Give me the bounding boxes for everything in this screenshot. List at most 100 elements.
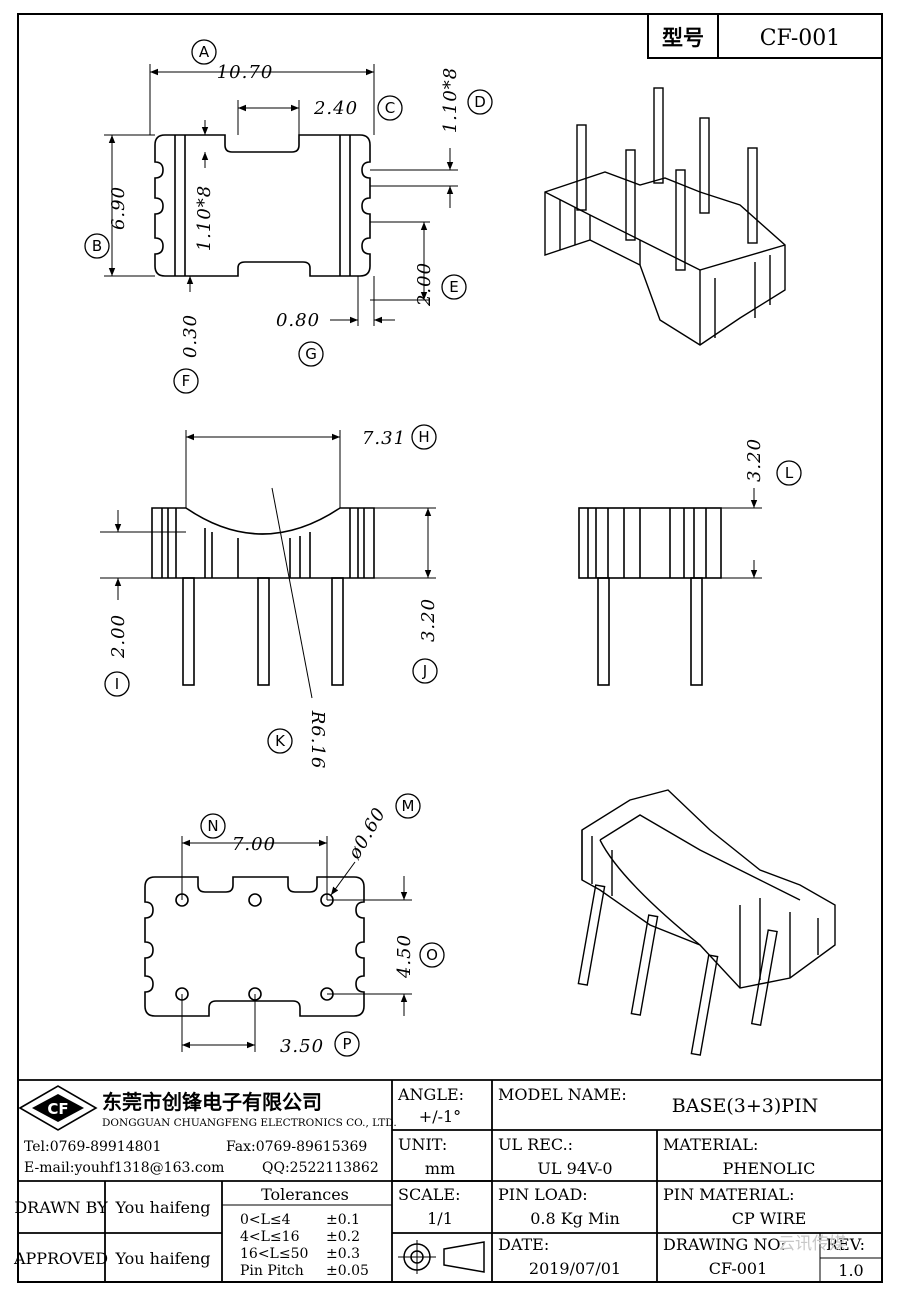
dim-top-height: 6.90 [108,186,129,230]
callout-F [173,368,199,394]
top-view-dimensions [104,64,458,326]
angle-label: ANGLE: [397,1085,464,1104]
side-view-dimensions [721,488,762,579]
side-view [578,507,722,686]
date-label: DATE: [498,1235,549,1254]
rev-value: 1.0 [838,1261,863,1280]
dim-side-height: 3.20 [744,438,765,482]
callout-label-M: M [402,797,415,815]
dim-pin-pitch-x: 7.00 [232,834,276,855]
callout-N [200,813,226,839]
callout-label-O: O [426,946,438,964]
logo-text: CF [47,1100,68,1118]
rev-label: REV: [826,1235,865,1254]
approved-label: APPROVED [13,1249,108,1268]
callout-label-N: N [207,817,218,835]
dim-pitch-side: 2.00 [414,262,435,307]
dim-pin-pitch-bottom: 3.50 [280,1036,324,1057]
tol-value: ±0.05 [326,1263,369,1279]
tolerances-label: Tolerances [261,1185,349,1204]
tol-range: 4<L≤16 [240,1229,300,1245]
pin-load-label: PIN LOAD: [498,1185,588,1204]
callout-label-J: J [422,662,427,680]
callout-label-D: D [474,93,486,111]
tol-value: ±0.1 [326,1212,360,1228]
watermark: 云讯传媒 [778,1234,846,1254]
callout-K [267,728,293,754]
pin-load-value: 0.8 Kg Min [530,1209,620,1228]
drawing-no-value: CF-001 [709,1259,768,1278]
title-block [18,1079,882,1282]
drawing-no-label: DRAWING NO: [663,1235,786,1254]
tol-range: 16<L≤50 [240,1246,308,1262]
callout-label-K: K [275,732,286,750]
dim-radius: R6.16 [307,710,328,770]
callout-P [334,1031,360,1057]
callout-label-G: G [305,345,317,363]
company-email: E-mail:youhf1318@163.com [24,1160,224,1176]
scale-value: 1/1 [427,1209,453,1228]
dim-pin-pitch-y: 4.50 [394,934,415,979]
drawn-label: DRAWN BY [14,1198,108,1217]
company-logo: CF [18,1085,98,1131]
dim-front-pin: 2.00 [108,614,129,659]
callout-D [467,89,493,115]
company-tel: Tel:0769-89914801 [24,1139,161,1155]
bottom-view-dimensions [181,836,412,1052]
company-qq: QQ:2522113862 [262,1160,379,1176]
callout-C [377,95,403,121]
dim-notch-left: 1.10*8 [194,185,215,252]
callout-label-P: P [342,1035,351,1053]
tol-value: ±0.2 [326,1229,360,1245]
model-label: 型号 [662,26,704,50]
dim-inset: 0.80 [276,310,320,331]
dim-top-width: 10.70 [217,62,274,83]
ul-value: UL 94V-0 [537,1159,612,1178]
top-view [154,134,371,277]
dim-slot-width: 2.40 [313,98,358,119]
callout-H [411,424,437,450]
model-header: 型号 CF-001 [647,13,883,59]
model-value: CF-001 [760,26,841,51]
dim-offset: 0.30 [180,314,201,358]
projection-symbol-icon [398,1240,485,1274]
callout-M [395,793,421,819]
iso-view-top [544,87,786,346]
callout-J [412,658,438,684]
unit-value: mm [425,1159,455,1178]
callout-label-A: A [199,43,210,61]
pin-material-label: PIN MATERIAL: [663,1185,795,1204]
callout-label-F: F [182,372,191,390]
front-view-dimensions [100,430,436,699]
tolerance-table: 0<L≤4 ±0.1 4<L≤16 ±0.2 16<L≤50 ±0.3 Pin … [240,1212,369,1279]
dim-notch-right: 1.10*8 [440,67,461,134]
tol-range: 0<L≤4 [240,1212,291,1228]
date-value: 2019/07/01 [529,1259,621,1278]
callout-label-B: B [92,237,102,255]
top-view-outline [154,134,371,277]
tol-range: Pin Pitch [240,1263,304,1279]
material-label: MATERIAL: [663,1135,758,1154]
callout-E [441,274,467,300]
drawn-value: You haifeng [114,1198,210,1217]
callout-label-L: L [785,464,794,482]
dim-front-width: 7.31 [362,428,406,449]
callout-L [776,460,802,486]
callout-I [104,671,130,697]
approved-value: You haifeng [114,1249,210,1268]
sheet-border [17,13,883,1283]
ul-label: UL REC.: [498,1135,573,1154]
tol-value: ±0.3 [326,1246,360,1262]
unit-label: UNIT: [398,1135,447,1154]
angle-value: +/-1° [419,1107,461,1126]
callout-O [419,942,445,968]
front-view [151,507,375,686]
model-name-label: MODEL NAME: [498,1085,627,1104]
dim-pin-dia: ø0.60 [344,804,391,864]
callout-label-H: H [418,428,429,446]
pin-material-value: CP WIRE [732,1209,807,1228]
callout-B [84,233,110,259]
callout-label-C: C [385,99,395,117]
callout-label-I: I [115,675,119,693]
